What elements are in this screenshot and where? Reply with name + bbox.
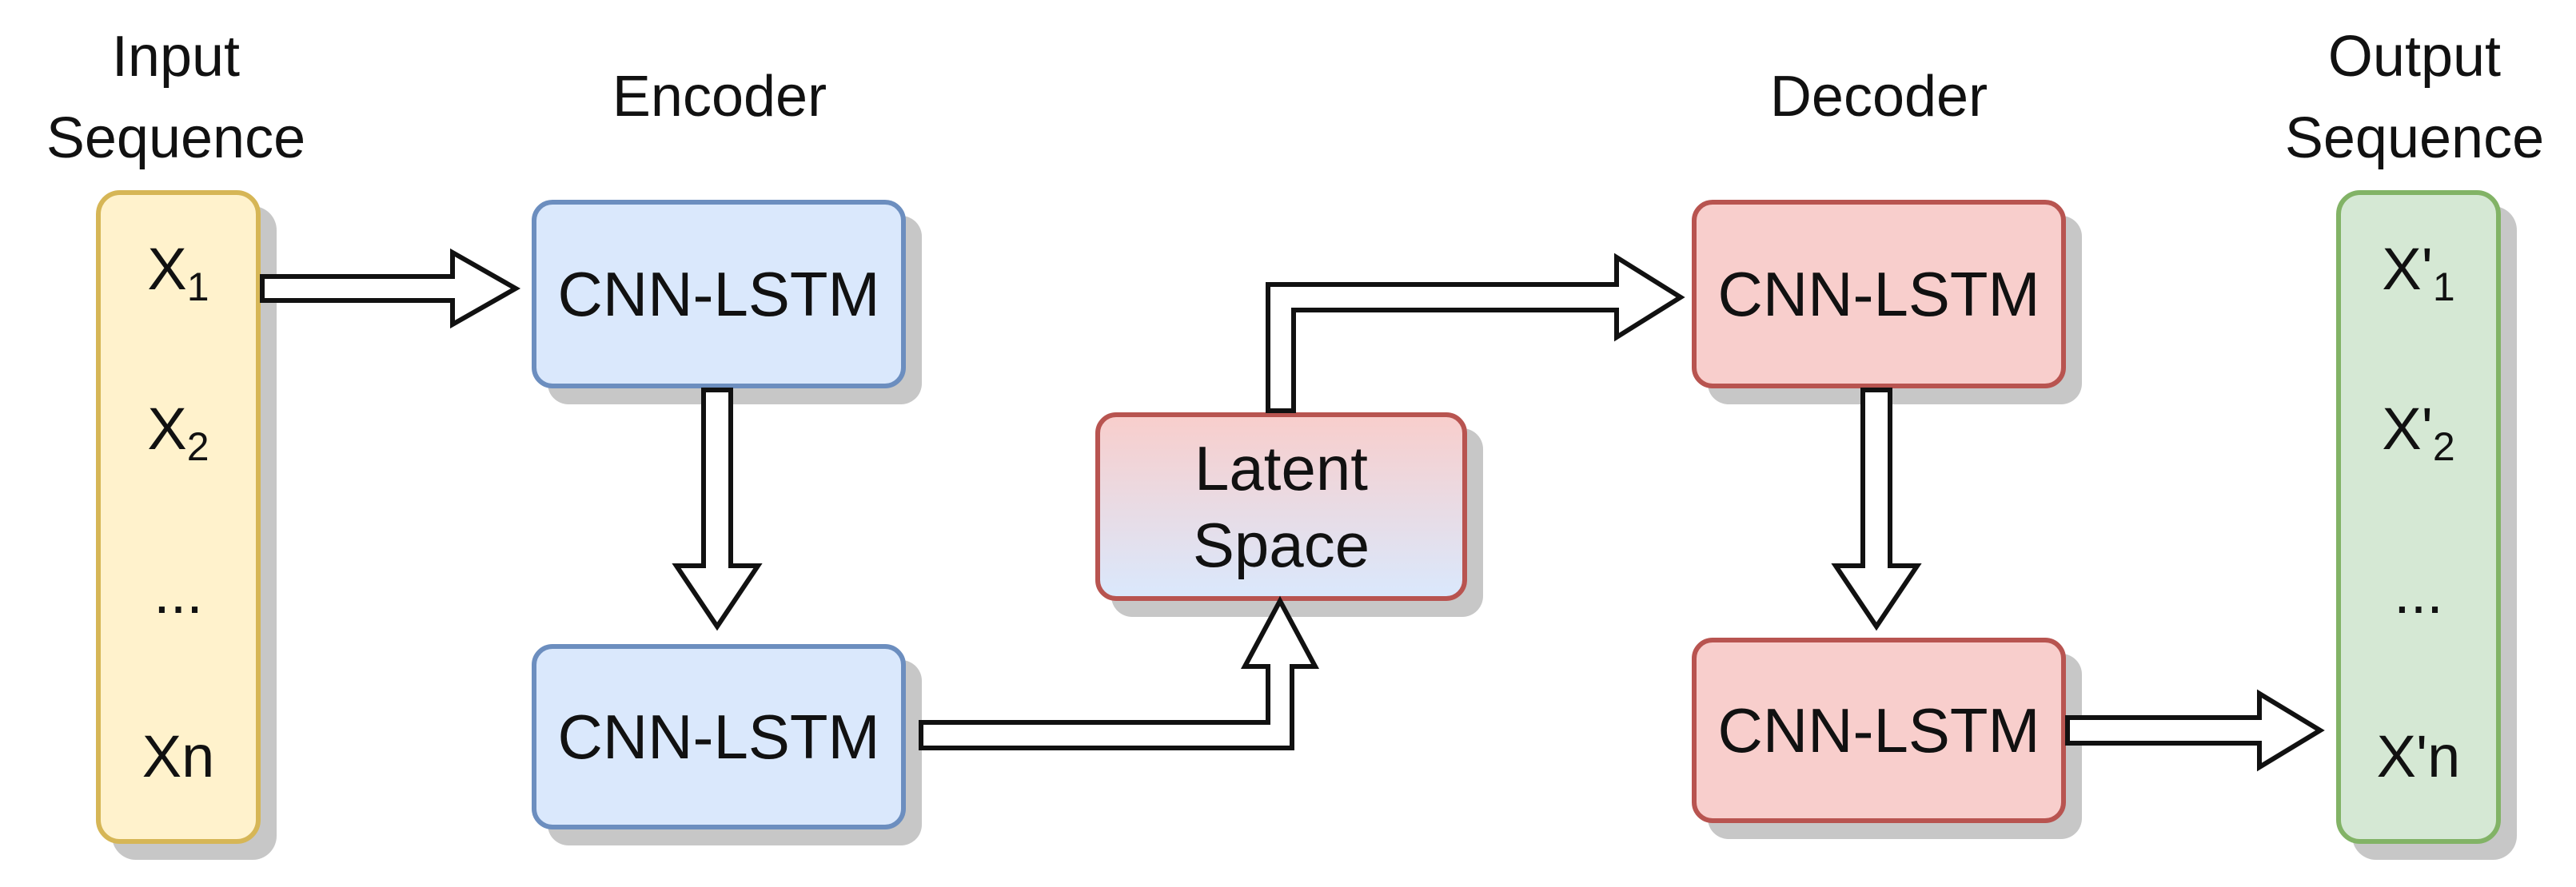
arrow-latent-to-decoder: [1266, 253, 1685, 413]
input-label-line1: Input: [111, 25, 241, 89]
arrow-decoder-to-output: [2065, 689, 2325, 772]
latent-line2: Space: [1192, 510, 1370, 580]
input-label-line2: Sequence: [46, 106, 306, 170]
decoder-label: Decoder: [1769, 65, 1988, 129]
input-sequence-box: X1 X2 ... Xn: [96, 190, 261, 844]
latent-space-block: Latent Space: [1095, 412, 1467, 601]
output-sequence-label: Output Sequence: [2255, 16, 2574, 179]
arrow-input-to-encoder: [260, 248, 521, 329]
encoder-top-block: CNN-LSTM: [532, 200, 906, 388]
output-x2: X'2: [2382, 396, 2455, 469]
output-label-line2: Sequence: [2284, 106, 2545, 170]
output-xn: X'n: [2376, 723, 2461, 790]
decoder-top-text: CNN-LSTM: [1717, 259, 2040, 329]
input-sequence-label: Input Sequence: [16, 16, 336, 179]
encoder-top-text: CNN-LSTM: [557, 259, 880, 329]
decoder-bottom-text: CNN-LSTM: [1717, 695, 2040, 766]
output-ellipsis: ...: [2394, 559, 2443, 626]
encoder-bottom-block: CNN-LSTM: [532, 644, 906, 829]
encoder-bottom-text: CNN-LSTM: [557, 702, 880, 772]
output-x1: X'1: [2382, 236, 2455, 309]
input-x1: X1: [147, 236, 209, 309]
decoder-bottom-block: CNN-LSTM: [1692, 638, 2066, 823]
encoder-label: Encoder: [612, 65, 827, 129]
input-ellipsis: ...: [154, 559, 203, 626]
latent-space-text: Latent Space: [1193, 430, 1370, 583]
decoder-top-block: CNN-LSTM: [1692, 200, 2066, 388]
input-x2: X2: [147, 396, 209, 469]
arrow-decoder-down: [1831, 388, 1922, 631]
output-label-line1: Output: [2327, 25, 2502, 89]
output-sequence-box: X'1 X'2 ... X'n: [2336, 190, 2501, 844]
latent-line1: Latent: [1194, 433, 1368, 503]
input-xn: Xn: [142, 723, 215, 790]
arrow-encoder-down: [672, 388, 763, 631]
arrow-encoder-to-latent: [919, 595, 1320, 750]
